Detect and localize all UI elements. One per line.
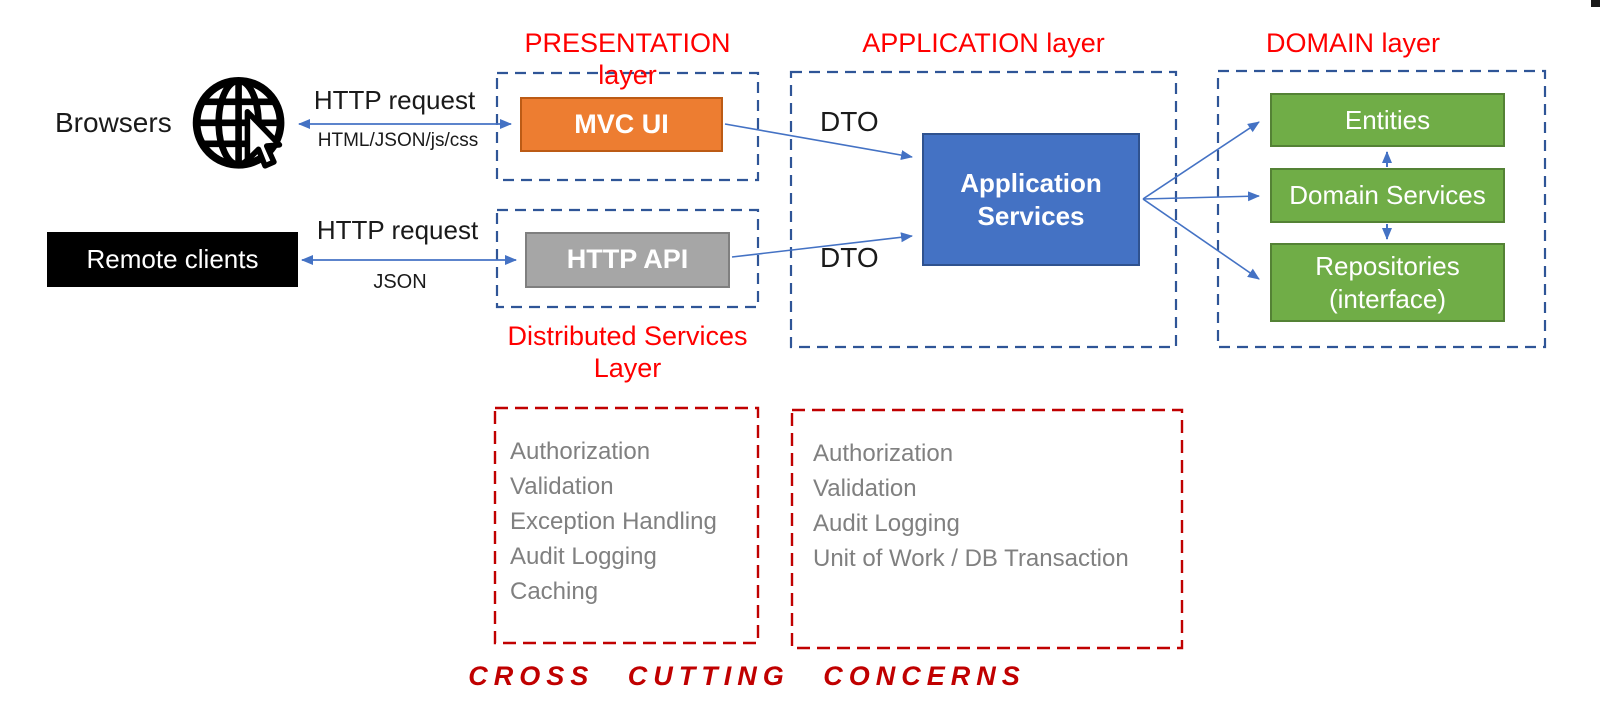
domain-services-label: Domain Services xyxy=(1289,180,1486,211)
concern-item: Authorization xyxy=(510,438,651,465)
concern-item: Validation xyxy=(813,475,917,502)
dto-bottom-label: DTO xyxy=(820,242,879,273)
browsers-label: Browsers xyxy=(55,107,172,138)
entities-box: Entities xyxy=(1270,93,1505,147)
application-layer-title: APPLICATION layer xyxy=(862,28,1105,58)
domain-services-box: Domain Services xyxy=(1270,168,1505,223)
concern-item: Validation xyxy=(510,473,614,500)
distributed-services-layer-title: Distributed Services Layer xyxy=(507,321,748,384)
http-api-box: HTTP API xyxy=(525,232,730,288)
concern-item: Authorization xyxy=(813,440,954,467)
globe-with-cursor-icon xyxy=(192,76,285,169)
concern-item: Audit Logging xyxy=(510,543,657,570)
domain-layer-title: DOMAIN layer xyxy=(1265,28,1441,58)
appservices-domainservices-arrow xyxy=(1142,191,1260,202)
http-api-label: HTTP API xyxy=(566,244,689,275)
repositories-label: Repositories (interface) xyxy=(1315,251,1460,314)
browser-response-label: HTML/JSON/js/css xyxy=(317,130,479,151)
mvc-ui-box: MVC UI xyxy=(520,97,723,152)
concern-item: Audit Logging xyxy=(813,510,960,537)
application-services-label: Application Services xyxy=(960,168,1102,231)
repositories-box: Repositories (interface) xyxy=(1270,243,1505,322)
application-services-box: Application Services xyxy=(922,133,1140,266)
remote-clients-box: Remote clients xyxy=(47,232,298,287)
appservices-entities-arrow xyxy=(1142,121,1260,200)
client-request-label: HTTP request xyxy=(316,215,479,245)
browser-request-label: HTTP request xyxy=(313,85,476,115)
client-response-label: JSON xyxy=(373,271,427,293)
concern-item: Exception Handling xyxy=(510,508,717,535)
corner-artifact xyxy=(1591,0,1600,7)
entities-label: Entities xyxy=(1344,104,1431,135)
cross-cutting-concerns-title: CROSS CUTTING CONCERNS xyxy=(468,661,1026,691)
concern-item: Unit of Work / DB Transaction xyxy=(813,545,1129,572)
dto-top-label: DTO xyxy=(820,106,879,137)
mvcui-appservices-arrow xyxy=(724,123,913,161)
mvc-ui-label: MVC UI xyxy=(574,108,669,139)
appservices-repositories-arrow xyxy=(1142,198,1260,280)
remote-clients-label: Remote clients xyxy=(86,244,259,275)
concern-item: Caching xyxy=(510,578,599,605)
presentation-layer-title: PRESENTATION layer xyxy=(524,28,731,91)
